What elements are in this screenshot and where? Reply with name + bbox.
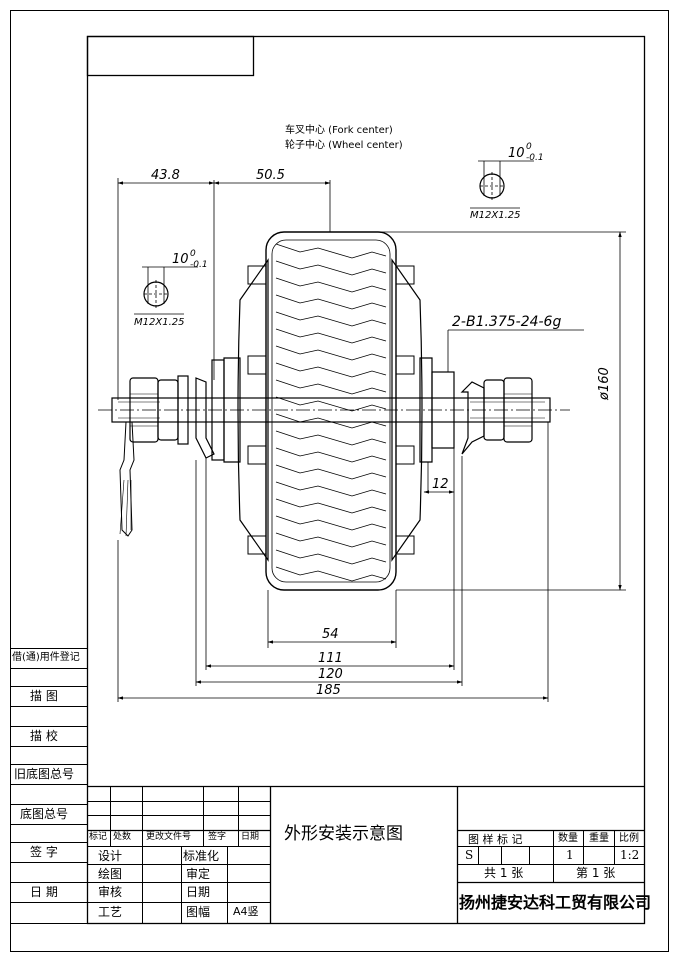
flat-left-thread: M12X1.25 <box>134 317 185 328</box>
tread-groove <box>275 498 387 514</box>
tread-groove <box>275 345 387 361</box>
inner-frame <box>86 35 646 925</box>
role-date: 日期 <box>186 885 211 899</box>
tread-groove <box>275 294 387 310</box>
tread-groove <box>275 396 387 412</box>
flat-right-thread: M12X1.25 <box>470 210 521 221</box>
corner-box <box>86 35 255 77</box>
rev-header-date: 日期 <box>241 832 260 842</box>
wheel-center-label: 轮子中心 (Wheel center) <box>285 140 403 151</box>
tread-groove <box>275 311 387 327</box>
qty-label: 数量 <box>558 833 578 844</box>
side-label-base: 底图总号 <box>20 807 69 821</box>
side-label-old-base: 旧底图总号 <box>14 767 75 781</box>
tread-groove <box>275 464 387 480</box>
dim-diameter-160: ø160 <box>597 367 612 400</box>
flat-spec-right <box>470 160 534 209</box>
stage-value: S <box>465 848 474 862</box>
dim-50-5: 50.5 <box>256 168 285 183</box>
tread-groove <box>275 566 387 582</box>
role-review: 审核 <box>98 885 123 899</box>
flat-left-upper: 0 <box>190 249 196 259</box>
dim-120: 120 <box>318 667 343 682</box>
side-label-signature: 签 字 <box>30 845 58 859</box>
dimension-lines <box>117 178 626 702</box>
tread-groove <box>275 362 387 378</box>
bolt-spec: 2-B1.375-24-6g <box>452 314 562 330</box>
rev-header-mark: 标记 <box>89 832 108 842</box>
side-label-register: 借(通)用件登记 <box>12 652 80 663</box>
tread-groove <box>275 447 387 463</box>
rev-header-docno: 更改文件号 <box>146 832 192 842</box>
qty-value: 1 <box>566 848 574 862</box>
dim-12: 12 <box>432 477 449 492</box>
role-process: 工艺 <box>98 905 123 919</box>
flat-right-lower: -0.1 <box>526 153 544 163</box>
flat-left-lower: -0.1 <box>190 260 208 270</box>
tread-groove <box>275 481 387 497</box>
tread-groove <box>275 532 387 548</box>
flat-left-size: 10 <box>172 252 189 267</box>
role-format: 图幅 <box>186 905 211 919</box>
flat-spec-left <box>134 266 198 315</box>
dim-111: 111 <box>318 651 343 666</box>
tread-groove <box>275 430 387 446</box>
weight-label: 重量 <box>589 833 609 844</box>
tread-groove <box>275 549 387 565</box>
dim-185: 185 <box>316 683 341 698</box>
side-label-date: 日 期 <box>30 885 58 899</box>
tread-groove <box>275 379 387 395</box>
dim-54: 54 <box>322 627 339 642</box>
side-strip <box>10 648 88 924</box>
drawing-title: 外形安装示意图 <box>284 824 403 844</box>
side-label-trace-check: 描 校 <box>30 729 58 743</box>
tire-tread <box>275 243 387 582</box>
role-standard: 标准化 <box>183 849 220 863</box>
tread-groove <box>275 243 387 259</box>
format-value: A4竖 <box>233 905 259 918</box>
scale-label: 比例 <box>619 833 639 844</box>
tread-groove <box>275 515 387 531</box>
role-approve: 审定 <box>186 867 211 881</box>
total-sheets: 共 1 张 <box>484 866 524 880</box>
flat-right-upper: 0 <box>526 142 532 152</box>
stage-label: 图 样 标 记 <box>468 833 523 846</box>
tread-groove <box>275 277 387 293</box>
wheel-drawing <box>98 180 570 591</box>
tread-groove <box>275 260 387 276</box>
title-block-grid <box>87 785 645 924</box>
fork-center-label: 车叉中心 (Fork center) <box>285 125 393 136</box>
sheet-number: 第 1 张 <box>576 866 616 880</box>
side-label-trace: 描 图 <box>30 689 58 703</box>
role-drawing: 绘图 <box>98 867 123 881</box>
flat-right-size: 10 <box>508 146 525 161</box>
outer-border <box>10 10 669 952</box>
rev-header-count: 处数 <box>113 832 132 842</box>
dim-43-8: 43.8 <box>151 168 180 183</box>
rev-header-sign: 签字 <box>208 832 227 842</box>
tread-groove <box>275 413 387 429</box>
role-design: 设计 <box>98 849 123 863</box>
tread-groove <box>275 328 387 344</box>
scale-value: 1:2 <box>620 848 640 862</box>
company-name: 扬州捷安达科工贸有限公司 <box>459 893 652 912</box>
